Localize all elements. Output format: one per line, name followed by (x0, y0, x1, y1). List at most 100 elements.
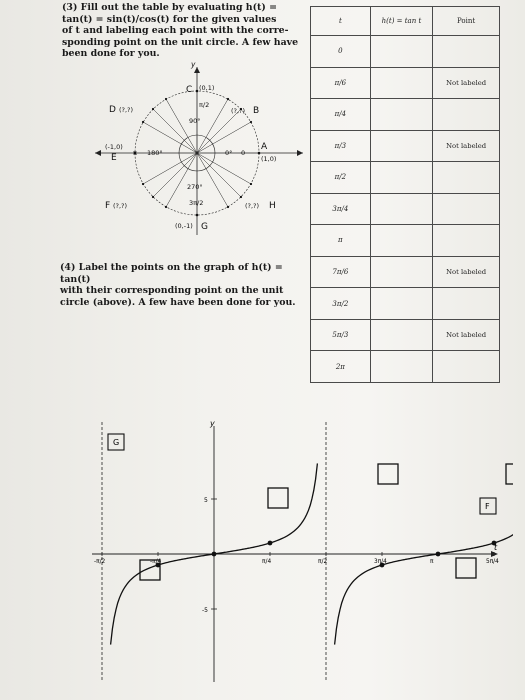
uc-point-c: C (186, 85, 192, 95)
uc-coord-e: (-1,0) (105, 143, 123, 151)
table-row: 7π/6 Not labeled (310, 255, 500, 289)
cell-t: π (310, 224, 371, 257)
graph-x-tick-label: π/2 (318, 559, 327, 565)
labeled-point-letter: G (113, 438, 119, 447)
graph-x-tick-label: -π/4 (150, 559, 162, 565)
problem-3-text: (3) Fill out the table by evaluating h(t… (62, 2, 307, 60)
graph-point-dot (491, 540, 497, 546)
cell-point[interactable] (432, 35, 500, 68)
problem-4-line-1: (4) Label the points on the graph of h(t… (60, 262, 283, 285)
uc-deg-180: 180° (147, 149, 163, 157)
uc-coord-h: (?,?) (245, 202, 259, 210)
cell-h-value[interactable] (369, 192, 434, 226)
problem-3-line-5: been done for you. (62, 48, 160, 60)
cell-t: π/3 (310, 129, 371, 163)
table-row: π/6 Not labeled (310, 66, 500, 100)
table-row: π (310, 224, 500, 257)
graph-point-dot (267, 540, 273, 546)
cell-t: 2π (310, 350, 371, 383)
cell-h-value[interactable] (369, 318, 434, 352)
cell-point[interactable]: Not labeled (432, 66, 500, 100)
cell-h-value[interactable] (369, 224, 434, 257)
cell-t: 5π/3 (310, 318, 371, 352)
table-header-row: t h(t) = tan t Point (310, 6, 500, 36)
cell-point[interactable]: Not labeled (432, 129, 500, 163)
table-row: 5π/3 Not labeled (310, 318, 500, 352)
cell-point[interactable] (432, 98, 500, 131)
graph-y-pos-label: 5 (204, 497, 208, 504)
label-answer-box[interactable] (377, 463, 399, 485)
uc-point-dots (133, 89, 261, 217)
cell-h-value[interactable] (369, 66, 434, 100)
problem-4-line-2: with their corresponding point on the un… (60, 285, 284, 297)
cell-t: 7π/6 (310, 255, 371, 289)
uc-coord-g: (0,-1) (175, 222, 193, 230)
graph-x-tick-label: 5π/4 (486, 559, 499, 565)
cell-h-value[interactable] (369, 350, 434, 383)
problem-4-line-3: circle (above). A few have been done for… (60, 296, 296, 308)
cell-point[interactable] (432, 192, 500, 226)
cell-h-value[interactable] (369, 287, 434, 320)
cell-h-value[interactable] (369, 129, 434, 163)
uc-point-e: E (111, 153, 117, 163)
table-row: 3π/2 (310, 287, 500, 320)
table-row: π/4 (310, 98, 500, 131)
cell-point[interactable] (432, 287, 500, 320)
header-h: h(t) = tan t (369, 6, 434, 36)
cell-t: 3π/2 (310, 287, 371, 320)
uc-coord-f: (?,?) (113, 202, 127, 210)
uc-point-g: G (201, 222, 208, 232)
cell-point[interactable] (432, 350, 500, 383)
graph-y-label: y (209, 420, 215, 428)
uc-point-b: B (253, 106, 259, 116)
graph-x-label: t (494, 543, 498, 552)
graph-x-tick-label: -π/2 (94, 559, 106, 565)
graph-point-dot (155, 562, 161, 568)
cell-t: 3π/4 (310, 192, 371, 226)
graph-point-dot (211, 551, 217, 557)
uc-x-arrow-left-icon (95, 150, 101, 156)
uc-point-f: F (105, 201, 110, 211)
graph-x-tick-label: 3π/4 (374, 559, 387, 565)
cell-point[interactable]: Not labeled (432, 318, 500, 352)
cell-h-value[interactable] (369, 255, 434, 289)
uc-point-a: A (261, 142, 268, 152)
cell-h-value[interactable] (369, 98, 434, 131)
uc-point-d: D (109, 105, 116, 115)
uc-point-h: H (269, 201, 276, 211)
problem-3-line-3: of t and labeling each point with the co… (62, 25, 289, 37)
problem-3-line-1: (3) Fill out the table by evaluating h(t… (62, 2, 277, 13)
label-answer-box[interactable] (455, 557, 477, 579)
uc-coord-c: (0,1) (199, 84, 214, 92)
label-answer-box[interactable] (267, 487, 289, 509)
labeled-point-box (107, 433, 125, 451)
graph-point-dot (379, 562, 385, 568)
uc-coord-b: (?,?) (231, 107, 245, 115)
uc-deg-0: 0° (225, 149, 232, 157)
uc-rad-0: 0 (241, 149, 245, 157)
cell-point[interactable] (432, 161, 500, 194)
graph-x-tick-label: π (430, 559, 434, 565)
cell-t: π/6 (310, 66, 371, 100)
uc-coord-d: (?,?) (119, 106, 133, 114)
label-answer-box[interactable] (505, 463, 513, 485)
table-row: π/2 (310, 161, 500, 194)
labeled-point-box (479, 497, 497, 515)
table-row: π/3 Not labeled (310, 129, 500, 163)
cell-h-value[interactable] (369, 161, 434, 194)
cell-point[interactable] (432, 224, 500, 257)
table-row: 2π (310, 350, 500, 383)
label-answer-box[interactable] (139, 559, 161, 581)
cell-t: π/4 (310, 98, 371, 131)
graph-x-arrow-icon (491, 551, 498, 557)
cell-h-value[interactable] (369, 35, 434, 68)
uc-x-arrow-icon (297, 150, 303, 156)
graph-y-neg-label: -5 (202, 607, 208, 614)
header-t: t (310, 6, 371, 36)
uc-coord-a: (1,0) (261, 155, 276, 163)
uc-deg-270: 270° (187, 183, 203, 191)
cell-point[interactable]: Not labeled (432, 255, 500, 289)
